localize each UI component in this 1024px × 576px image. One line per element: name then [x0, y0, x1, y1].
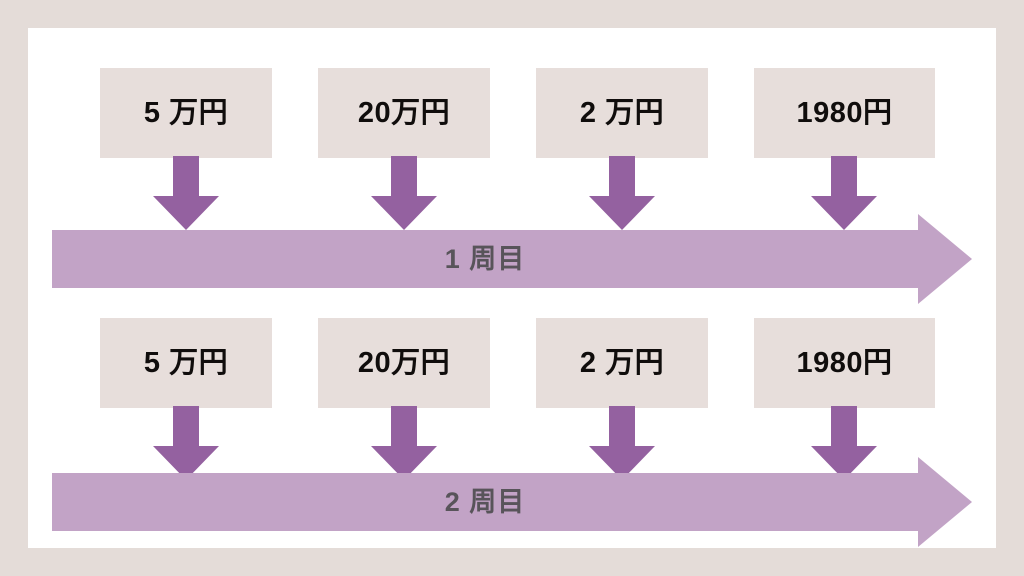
amount-box-label: 5 万円: [143, 96, 229, 129]
slide-canvas: 5 万円 20万円 2 万円 1980円: [28, 28, 996, 548]
down-arrow-r1-c2: [371, 156, 437, 230]
arrow-shaft: [609, 156, 635, 196]
amount-box-label: 2 万円: [579, 346, 665, 379]
down-arrow-r2-c1: [153, 406, 219, 480]
arrow-shaft: [609, 406, 635, 446]
band-label-round-1: 1 周目: [444, 243, 526, 274]
amount-box-label: 20万円: [357, 96, 451, 129]
arrow-shaft: [391, 406, 417, 446]
down-arrow-r1-c1: [153, 156, 219, 230]
amount-box-r2-c1[interactable]: 5 万円: [100, 318, 272, 408]
arrow-head-down-icon: [589, 196, 655, 230]
down-arrow-r2-c4: [811, 406, 877, 480]
down-arrow-r2-c2: [371, 406, 437, 480]
amount-box-label: 5 万円: [143, 346, 229, 379]
amount-box-r2-c2[interactable]: 20万円: [318, 318, 490, 408]
arrow-head-down-icon: [811, 196, 877, 230]
amount-box-r2-c3[interactable]: 2 万円: [536, 318, 708, 408]
amount-box-r2-c4[interactable]: 1980円: [754, 318, 935, 408]
arrow-shaft: [831, 156, 857, 196]
band-body: [52, 473, 918, 531]
amount-box-r1-c1[interactable]: 5 万円: [100, 68, 272, 158]
arrow-shaft: [173, 406, 199, 446]
band-body: [52, 230, 918, 288]
band-arrow-round-2[interactable]: 2 周目: [52, 457, 972, 547]
amount-box-r1-c4[interactable]: 1980円: [754, 68, 935, 158]
amount-box-label: 2 万円: [579, 96, 665, 129]
amount-box-label: 1980円: [796, 346, 893, 379]
arrow-shaft: [831, 406, 857, 446]
arrow-shaft: [391, 156, 417, 196]
amount-box-label: 20万円: [357, 346, 451, 379]
band-arrow-head-right-icon: [918, 214, 972, 304]
arrow-shaft: [173, 156, 199, 196]
band-label-round-2: 2 周目: [444, 486, 526, 517]
amount-box-r1-c2[interactable]: 20万円: [318, 68, 490, 158]
arrow-head-down-icon: [153, 196, 219, 230]
amount-box-label: 1980円: [796, 96, 893, 129]
down-arrow-r1-c4: [811, 156, 877, 230]
down-arrow-r2-c3: [589, 406, 655, 480]
down-arrow-r1-c3: [589, 156, 655, 230]
arrow-head-down-icon: [371, 196, 437, 230]
band-arrow-round-1[interactable]: 1 周目: [52, 214, 972, 304]
band-arrow-head-right-icon: [918, 457, 972, 547]
amount-box-r1-c3[interactable]: 2 万円: [536, 68, 708, 158]
